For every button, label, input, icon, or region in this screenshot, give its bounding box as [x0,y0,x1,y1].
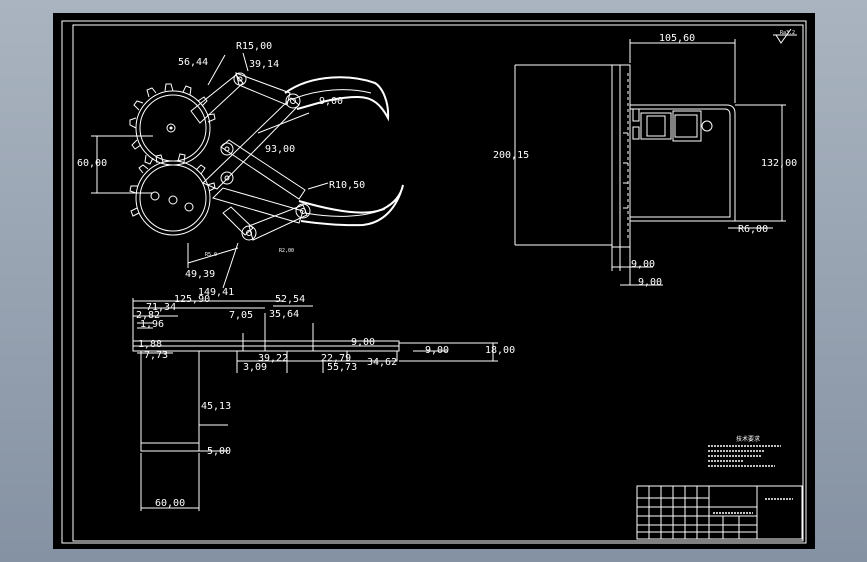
dim-7-73: 7,73 [144,350,168,361]
dim-r6: R6,00 [738,224,768,235]
dim-132-00: 132,00 [761,158,797,169]
dim-1-96: 1,96 [140,319,164,330]
technical-notes: 技术要求 [708,435,781,467]
dim-125-90: 125,90 [174,294,210,305]
dim-60-00-bottom: 60,00 [155,498,185,509]
dim-22-79: 22,79 [321,353,351,364]
title-block [636,485,803,540]
dim-45-13: 45,13 [201,401,231,412]
dim-149-41: 149,41 [198,287,234,298]
dim-5-00: 5,00 [207,446,231,457]
dim-49-39: 49,39 [185,269,215,280]
upper-gear [129,83,216,166]
dim-56-44: 56,44 [178,57,208,68]
notes-title: 技术要求 [736,435,760,443]
dim-r10-50: R10,50 [329,180,365,191]
dim-r5: R5,0 [205,252,217,258]
dim-9-00-d: 9,00 [425,345,449,356]
dim-35-64: 35,64 [269,309,299,320]
dim-9-00-c: 9,00 [351,337,375,348]
dim-34-62: 34,62 [367,357,397,368]
bottom-view: 149,41 125,90 71,34 52,54 2,82 7,05 35,6… [132,287,515,511]
dim-55-73: 55,73 [327,362,357,373]
dim-r15: R15,00 [236,41,272,52]
dim-r2: R2,00 [279,248,294,254]
dim-93-00: 93,00 [265,144,295,155]
gripper-top-view: R15,00 56,44 39,14 9,00 60,00 93,00 R10,… [77,41,404,289]
dim-2-82: 2,82 [136,310,160,321]
dim-39-14: 39,14 [249,59,279,70]
drawing-sheet: Ra3.2 [53,13,815,549]
dim-7-05: 7,05 [229,310,253,321]
dim-52-54: 52,54 [275,294,305,305]
dim-9-00-pin: 9,00 [319,96,343,107]
dim-200-15: 200,15 [493,150,529,161]
dim-3-09: 3,09 [243,362,267,373]
dim-105-60: 105,60 [659,33,695,44]
dim-60-00-centers: 60,00 [77,158,107,169]
dim-9-00-b: 9,00 [638,277,662,288]
roughness-mark: Ra3.2 [773,28,797,44]
cad-drawing: Ra3.2 [61,20,807,544]
dim-1-88: 1,88 [138,339,162,350]
inner-frame [72,24,804,542]
lower-gear [129,153,216,236]
roughness-label: Ra3.2 [780,30,795,36]
dim-71-34: 71,34 [146,302,176,313]
dim-18-00: 18,00 [485,345,515,356]
outer-frame [61,20,807,544]
dim-9-00-a: 9,00 [631,259,655,270]
side-view: 105,60 200,15 132,00 R6,00 9,00 9,00 [493,33,797,288]
dim-39-22: 39,22 [258,353,288,364]
